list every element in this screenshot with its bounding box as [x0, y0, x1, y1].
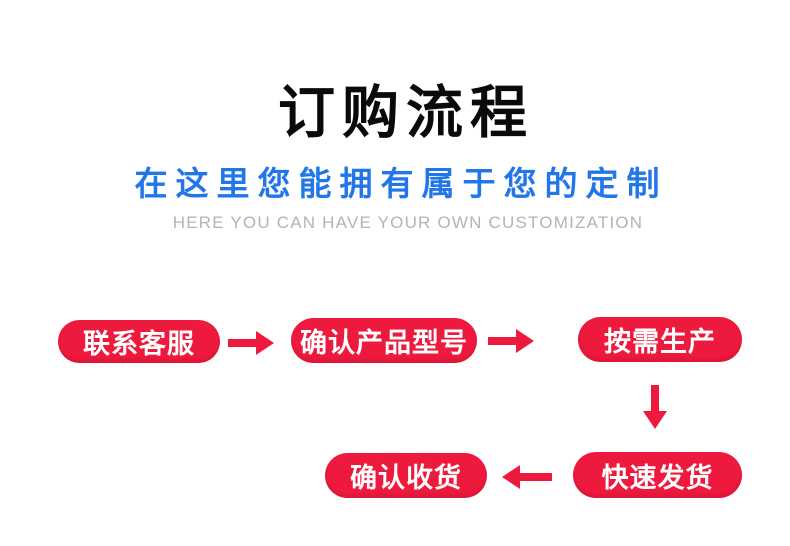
arrow-right-icon — [228, 331, 274, 355]
flow-step-fast-shipping: 快速发货 — [573, 452, 742, 498]
section-subtitle-english: HERE YOU CAN HAVE YOUR OWN CUSTOMIZATION — [172, 213, 644, 232]
page-title: 订购流程 — [278, 81, 534, 145]
flow-step-label: 联系客服 — [83, 329, 195, 359]
flow-step-label: 按需生产 — [604, 327, 716, 357]
flow-step-confirm-receipt: 确认收货 — [325, 453, 487, 498]
flow-step-produce-on-demand: 按需生产 — [578, 317, 742, 362]
flow-step-label: 确认产品型号 — [300, 328, 468, 358]
flow-step-confirm-model: 确认产品型号 — [291, 318, 477, 363]
arrow-left-icon — [502, 465, 552, 489]
section-subtitle: 在这里您能拥有属于您的定制 — [134, 165, 668, 202]
flow-step-label: 确认收货 — [350, 463, 462, 493]
flow-step-label: 快速发货 — [601, 462, 714, 493]
arrow-right-icon — [488, 329, 534, 353]
arrow-down-icon — [643, 385, 667, 431]
flow-step-contact-service: 联系客服 — [58, 320, 220, 363]
